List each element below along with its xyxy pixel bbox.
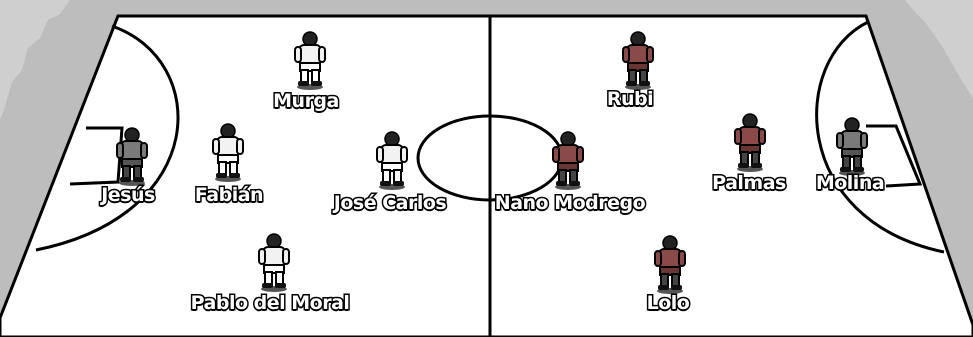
- player-figure: [650, 234, 690, 294]
- player-name-label: Fabián: [195, 184, 263, 206]
- crowd-right: [905, 0, 973, 98]
- player-name-label: Palmas: [712, 172, 786, 194]
- player-figure: [112, 126, 152, 186]
- player-figure: [548, 130, 588, 190]
- player-name-label: Rubi: [607, 88, 653, 110]
- player-name-label: Nano Modrego: [495, 192, 645, 214]
- player-figure: [254, 232, 294, 292]
- player-figure: [832, 116, 872, 176]
- player-figure: [372, 130, 412, 190]
- player-figure: [290, 30, 330, 90]
- player-name-label: Jesús: [101, 184, 155, 206]
- player-name-label: Murga: [273, 90, 339, 112]
- player-figure: [618, 30, 658, 90]
- player-figure: [208, 122, 248, 182]
- player-figure: [730, 112, 770, 172]
- player-name-label: Molina: [816, 172, 884, 194]
- player-name-label: Lolo: [647, 292, 690, 314]
- player-name-label: José Carlos: [334, 192, 446, 214]
- crowd-left: [0, 0, 70, 120]
- player-name-label: Pablo del Moral: [191, 292, 350, 314]
